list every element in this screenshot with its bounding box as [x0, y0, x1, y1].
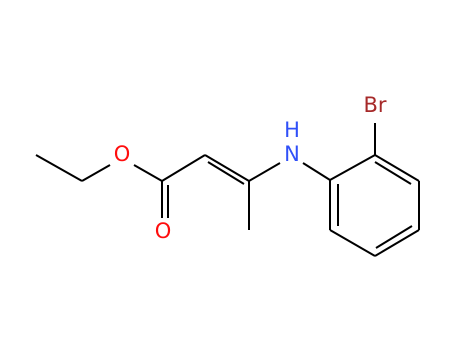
bromine-label: Br: [363, 93, 386, 117]
ring-bond-1: [329, 154, 376, 181]
bond-oxygen-carbonyl-carbon: [133, 164, 163, 182]
ring-inner-1: [374, 161, 412, 185]
bond-carbonyl-vinyl: [161, 154, 206, 182]
bond-vinyl-double-b: [207, 161, 245, 185]
bond-vinyl-double-a: [204, 154, 250, 182]
ring-bond-5: [329, 229, 376, 257]
hydrogen-label: H: [284, 118, 300, 142]
oxygen-carbonyl-label: O: [155, 219, 172, 243]
bond-enamine-nitrogen: [248, 162, 281, 182]
ring-bond-4: [374, 229, 420, 257]
bond-ch3-ch2: [35, 154, 83, 182]
bond-ch2-oxygen: [81, 164, 111, 182]
ring-inner-2: [375, 225, 413, 249]
ring-bond-2: [374, 154, 420, 182]
oxygen-ester-label: O: [114, 142, 131, 166]
nitrogen-label: N: [284, 142, 300, 166]
bond-nitrogen-aryl: [302, 162, 331, 181]
